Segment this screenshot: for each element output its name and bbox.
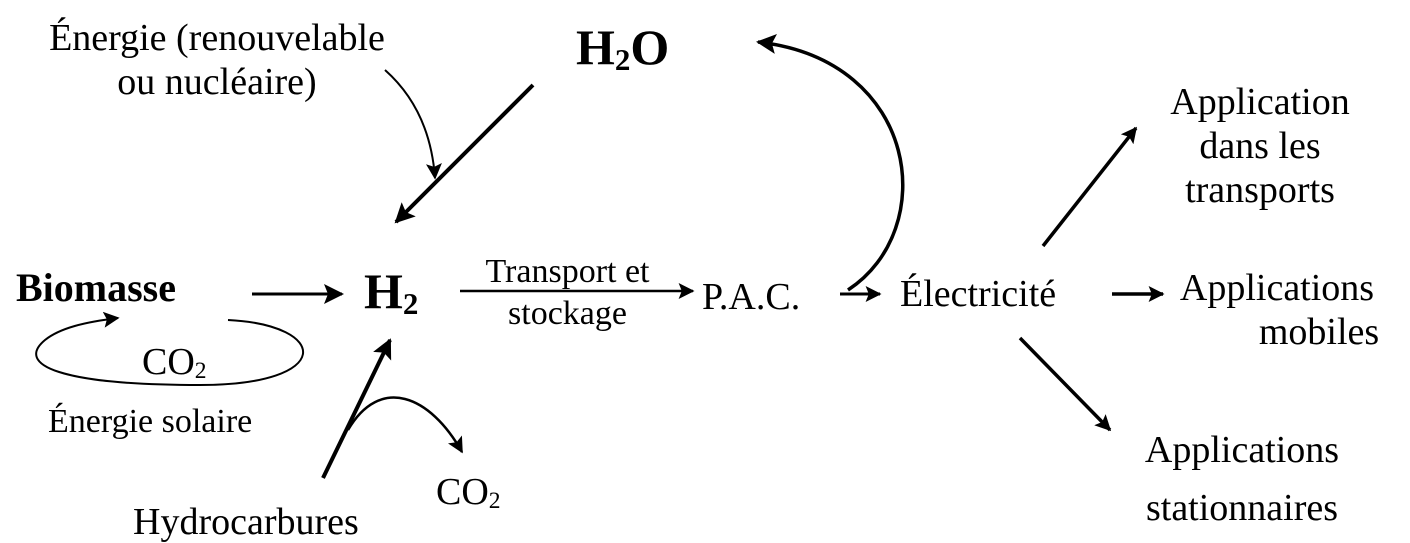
hydrocarbons-label: Hydrocarbures [133,501,359,543]
app-mobile-line-2: mobiles [1258,311,1380,353]
app-mobile-line-1: Applications [1179,267,1375,309]
h2o-sub: 2 [614,41,631,77]
transport-label: Transport et stockage [455,252,680,334]
arrow-energy-to-electrolysis [384,69,442,180]
energy-line-2: ou nucléaire) [117,61,317,103]
h2-sub: 2 [402,285,419,321]
h2o-o: O [630,19,670,75]
app-transport-label: Application dans les transports [1140,80,1380,212]
app-mobile-label: Applications mobiles [1160,266,1394,354]
energy-line-1: Énergie (renouvelable [49,17,385,59]
app-transport-line-2: dans les [1199,125,1321,167]
co2-out-c: CO [436,471,489,513]
arrow-hydrocarbons-to-h2 [321,338,392,479]
co2-cycle-sub: 2 [194,358,207,385]
transport-line-1: Transport et [485,253,650,290]
arrow-electricity-to-transport [1041,126,1138,248]
co2-cycle-label: CO2 [142,340,207,384]
arrow-h2o-to-h2 [394,83,535,224]
h2o-h: H [576,19,615,75]
arrow-hydrocarbons-to-co2 [346,396,464,454]
app-stationary-label: Applications stationnaires [1112,428,1372,530]
co2-output-label: CO2 [436,470,501,514]
h2o-label: H2O [576,18,669,76]
app-transport-line-1: Application [1170,81,1350,123]
h2-label: H2 [364,262,418,320]
app-transport-line-3: transports [1185,169,1335,211]
co2-out-sub: 2 [488,488,501,515]
app-stationary-line-2: stationnaires [1145,487,1339,529]
app-stationary-line-1: Applications [1144,429,1340,471]
pac-label: P.A.C. [702,276,801,318]
arrow-pac-to-h2o [756,34,905,292]
energy-source-label: Énergie (renouvelable ou nucléaire) [12,16,422,104]
co2-cycle-c: CO [142,341,195,383]
co2-cycle-loop [35,311,304,387]
biomass-label: Biomasse [16,265,176,310]
h2-h: H [364,263,403,319]
arrow-electricity-to-stationary [1018,336,1112,432]
electricity-label: Électricité [900,273,1057,315]
solar-energy-label: Énergie solaire [48,403,253,440]
transport-line-2: stockage [508,295,627,332]
